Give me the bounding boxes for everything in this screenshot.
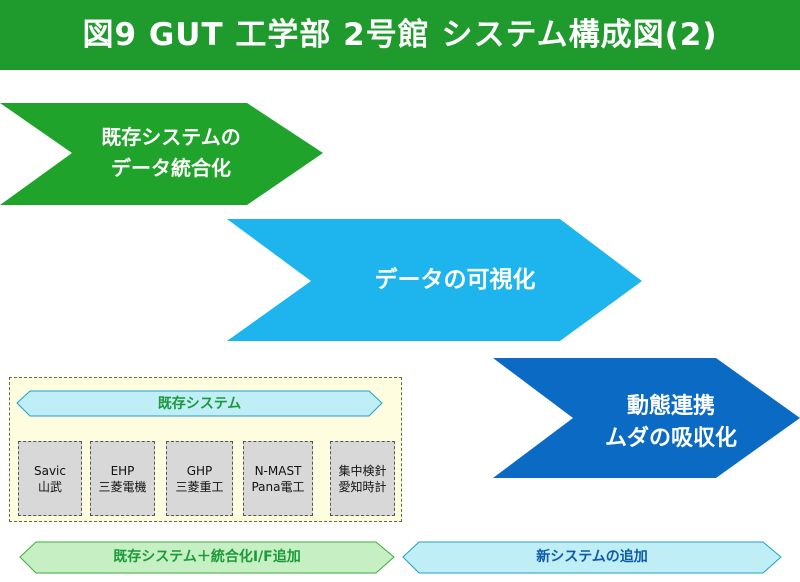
step-3-line1: 動態連携 [626,394,715,419]
step-1-line2: データ統合化 [111,156,231,180]
step-3-label: 動態連携 ムダの吸収化 [586,391,756,455]
system-name: 集中検針 [338,463,387,478]
system-maker: 愛知時計 [338,479,387,494]
system-box-nmast: N-MAST Pana電工 [243,441,313,516]
system-name: GHP [186,463,213,478]
system-maker: 三菱電機 [98,479,147,494]
system-name: Savic [33,463,66,478]
step-3-line2: ムダの吸収化 [604,426,737,451]
new-system-bar-label: 新システムの追加 [536,549,648,565]
integration-bar [19,541,395,574]
new-system-bar [402,541,782,574]
system-maker: 三菱重工 [175,479,224,494]
title-bar [0,0,800,70]
step-1-label: 既存システムの データ統合化 [96,122,246,184]
system-box-ghp: GHP 三菱重工 [166,441,233,516]
system-box-ehp: EHP 三菱電機 [90,441,155,516]
system-name: EHP [110,463,135,478]
step-2-label: データの可視化 [340,264,570,296]
system-maker: 山武 [37,479,62,494]
step-2-arrow [227,219,642,341]
step-1-arrow [0,103,323,205]
integration-bar-label: 既存システム＋統合化I/F追加 [113,549,301,565]
system-maker: Pana電工 [251,479,305,494]
step-1-line1: 既存システムの [101,125,241,149]
system-name: N-MAST [254,463,302,478]
system-box-metering: 集中検針 愛知時計 [330,441,395,516]
page-title: 図9 GUT 工学部 2号館 システム構成図(2) [82,17,718,53]
step-3-arrow [493,358,800,478]
system-box-savic: Savic 山武 [18,441,82,516]
step-2-line1: データの可視化 [374,267,536,293]
existing-system-banner-label: 既存システム [157,396,242,412]
existing-system-banner [16,390,383,417]
